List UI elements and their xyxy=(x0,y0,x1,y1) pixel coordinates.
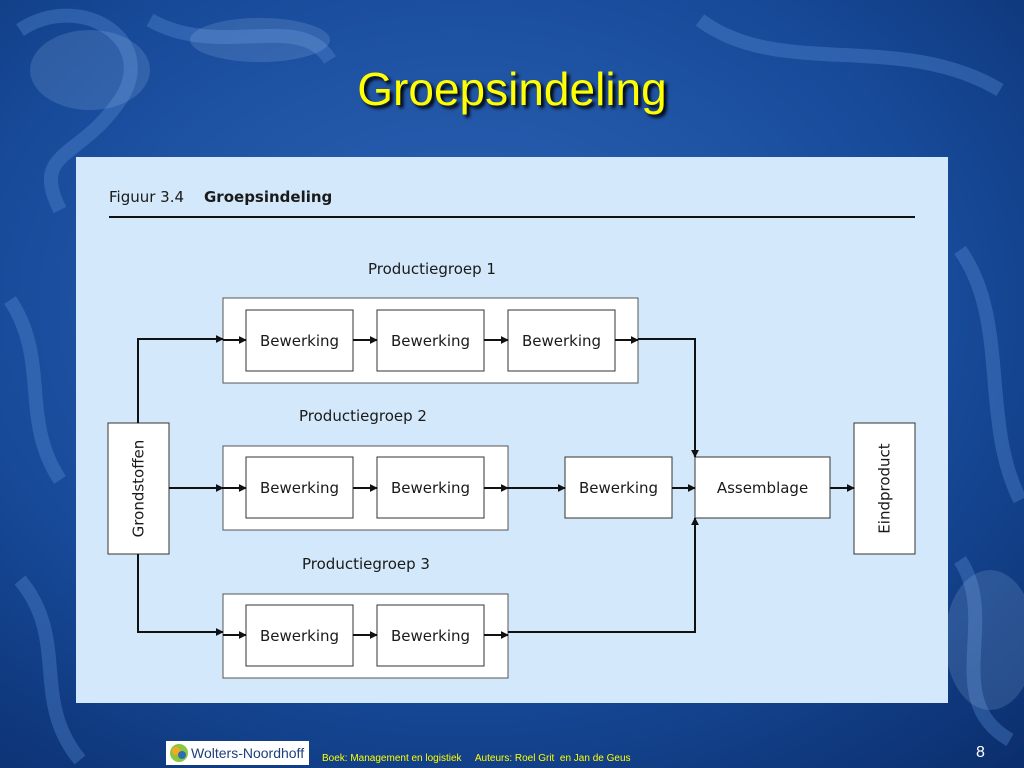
input-box xyxy=(107,422,170,555)
step-box-3-2 xyxy=(376,604,485,667)
output-label: Eindproduct xyxy=(876,443,894,533)
slide-title: Groepsindeling xyxy=(357,63,667,115)
step-label-1-2: Bewerking xyxy=(391,332,470,350)
step-box-1-1 xyxy=(245,309,354,372)
step-label-2-2: Bewerking xyxy=(391,479,470,497)
step-box-2-1 xyxy=(245,456,354,519)
process-diagram: Figuur 3.4 Groepsindeling Productiegroep… xyxy=(107,188,916,679)
output-box xyxy=(853,422,916,555)
step-box-2-2 xyxy=(376,456,485,519)
step-label-3-1: Bewerking xyxy=(260,627,339,645)
step-box-3-1 xyxy=(245,604,354,667)
footer-text: Boek: Management en logistiek Auteurs: R… xyxy=(322,753,631,764)
page-number: 8 xyxy=(976,744,985,761)
step-label-1-3: Bewerking xyxy=(522,332,601,350)
figure-number: Figuur 3.4 xyxy=(109,188,184,206)
step-label-2-1: Bewerking xyxy=(260,479,339,497)
extra-step-label: Bewerking xyxy=(579,479,658,497)
group-label-2: Productiegroep 2 xyxy=(299,407,427,425)
step-label-1-1: Bewerking xyxy=(260,332,339,350)
input-label: Grondstoffen xyxy=(130,440,148,538)
figure-title: Groepsindeling xyxy=(204,188,332,206)
step-label-3-2: Bewerking xyxy=(391,627,470,645)
connectors xyxy=(137,335,855,639)
publisher-emblem-icon xyxy=(170,744,188,762)
publisher-logo: Wolters-Noordhoff xyxy=(166,741,309,765)
arrow-input-to-group-3 xyxy=(137,554,224,636)
assembly-box xyxy=(694,456,831,519)
arrow-input-to-group-1 xyxy=(137,335,224,423)
group-label-3: Productiegroep 3 xyxy=(302,555,430,573)
arrow-group-1-to-assembly xyxy=(638,338,699,458)
arrow-group-3-to-assembly xyxy=(508,517,699,633)
figure-panel: Figuur 3.4 Groepsindeling Productiegroep… xyxy=(76,157,948,703)
extra-step-box xyxy=(564,456,673,519)
publisher-name: Wolters-Noordhoff xyxy=(191,745,305,761)
assembly-label: Assemblage xyxy=(717,479,808,497)
group-label-1: Productiegroep 1 xyxy=(368,260,496,278)
